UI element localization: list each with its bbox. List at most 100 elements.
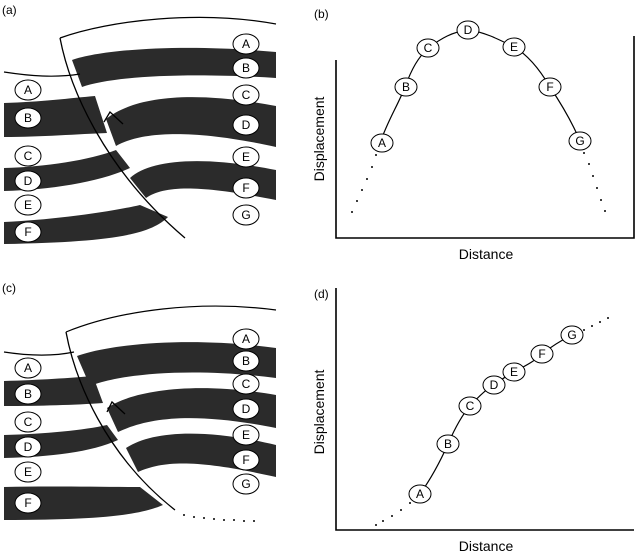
hangingwall-bed-b: [72, 47, 276, 87]
point-d: [482, 375, 506, 395]
layer-label-a: A: [24, 83, 32, 97]
point-a: [370, 133, 394, 153]
point-label: G: [567, 328, 576, 342]
point-label: D: [490, 378, 499, 392]
point-label: D: [464, 23, 473, 37]
layer-label-f: F: [242, 181, 249, 195]
dot: [588, 163, 590, 165]
slip-arrow: [106, 400, 126, 415]
point-label: F: [538, 347, 545, 361]
layer-label-circle: [232, 424, 260, 446]
layer-label-f: F: [24, 225, 31, 239]
dot: [351, 211, 353, 213]
layer-label-c: C: [24, 149, 33, 163]
layer-label-circle: [14, 357, 42, 379]
hangingwall-labels: A B C D E F G: [232, 33, 260, 226]
point-g: [560, 325, 584, 345]
dot: [599, 321, 601, 323]
point-label: E: [510, 40, 518, 54]
dot: [583, 152, 585, 154]
layer-label-e: E: [24, 465, 32, 479]
hangingwall-top-surface: [65, 305, 277, 333]
point-f: [538, 77, 562, 97]
plot-b-xlabel: Distance: [459, 246, 514, 262]
dot: [409, 502, 411, 504]
point-label: B: [402, 80, 410, 94]
panel-a: (a) A B C D E F: [2, 3, 277, 244]
layer-label-d: D: [242, 402, 251, 416]
plot-d-ylabel: Displacement: [311, 369, 327, 454]
slip-arrow: [103, 110, 124, 125]
plot-d-points: A B C D E F G: [408, 325, 584, 504]
fault-dotted-extension: [183, 514, 255, 522]
layer-label-circle: [232, 449, 260, 471]
panel-c-label: (c): [2, 281, 16, 295]
dot: [366, 178, 368, 180]
layer-label-circle: [14, 145, 42, 167]
footwall-bed-f: [4, 486, 163, 520]
layer-label-circle: [14, 107, 42, 129]
footwall-top-surface: [3, 71, 81, 77]
layer-label-circle: [232, 114, 260, 136]
layer-label-circle: [232, 473, 260, 495]
plot-b-dotted-extension: [351, 152, 606, 213]
layer-label-circle: [14, 492, 42, 514]
dot: [400, 509, 402, 511]
layer-label-circle: [232, 177, 260, 199]
dot: [592, 175, 594, 177]
point-e: [502, 37, 526, 57]
point-label: C: [424, 41, 433, 55]
layer-label-g: G: [241, 477, 250, 491]
dot: [391, 515, 393, 517]
point-label: B: [444, 437, 452, 451]
dot: [375, 154, 377, 156]
footwall-bed-f: [4, 205, 168, 244]
point-g: [568, 131, 592, 151]
footwall-labels: A B C D E F: [14, 79, 42, 243]
fault-trace: [59, 37, 186, 239]
point-label: F: [546, 80, 553, 94]
layer-label-circle: [14, 383, 42, 405]
plot-d-axes: [335, 288, 634, 531]
dot: [604, 210, 606, 212]
dot: [371, 166, 373, 168]
point-b: [436, 434, 460, 454]
layer-label-d: D: [242, 118, 251, 132]
plot-b-axes: [335, 36, 635, 239]
dot: [223, 519, 225, 521]
panel-c: (c) A B C: [2, 281, 277, 522]
plot-b-ylabel: Displacement: [311, 96, 327, 181]
point-a: [408, 484, 432, 504]
dot: [213, 518, 215, 520]
layer-label-c: C: [242, 377, 251, 391]
panel-b-label: (b): [314, 7, 329, 21]
layer-label-circle: [232, 398, 260, 420]
layer-label-f: F: [24, 496, 31, 510]
footwall-labels: A B C D E F: [14, 357, 42, 514]
point-label: A: [416, 487, 424, 501]
point-label: A: [378, 136, 386, 150]
layer-label-b: B: [242, 61, 250, 75]
hangingwall-bed-b: [77, 342, 276, 386]
dot: [203, 517, 205, 519]
layer-label-a: A: [242, 37, 250, 51]
dot: [183, 514, 185, 516]
layer-label-circle: [14, 194, 42, 216]
layer-label-circle: [232, 204, 260, 226]
point-label: C: [466, 399, 475, 413]
layer-label-circle: [232, 373, 260, 395]
point-e: [502, 362, 526, 382]
hangingwall-labels: A B C D E F G: [232, 328, 260, 495]
dot: [596, 187, 598, 189]
layer-label-a: A: [24, 361, 32, 375]
layer-label-b: B: [24, 387, 32, 401]
hangingwall-bed-d: [107, 388, 276, 432]
layer-label-a: A: [242, 332, 250, 346]
dot: [253, 520, 255, 522]
panel-d-label: (d): [314, 287, 329, 301]
layer-label-circle: [232, 328, 260, 350]
dot: [233, 519, 235, 521]
layer-label-circle: [14, 221, 42, 243]
point-label: G: [575, 134, 584, 148]
